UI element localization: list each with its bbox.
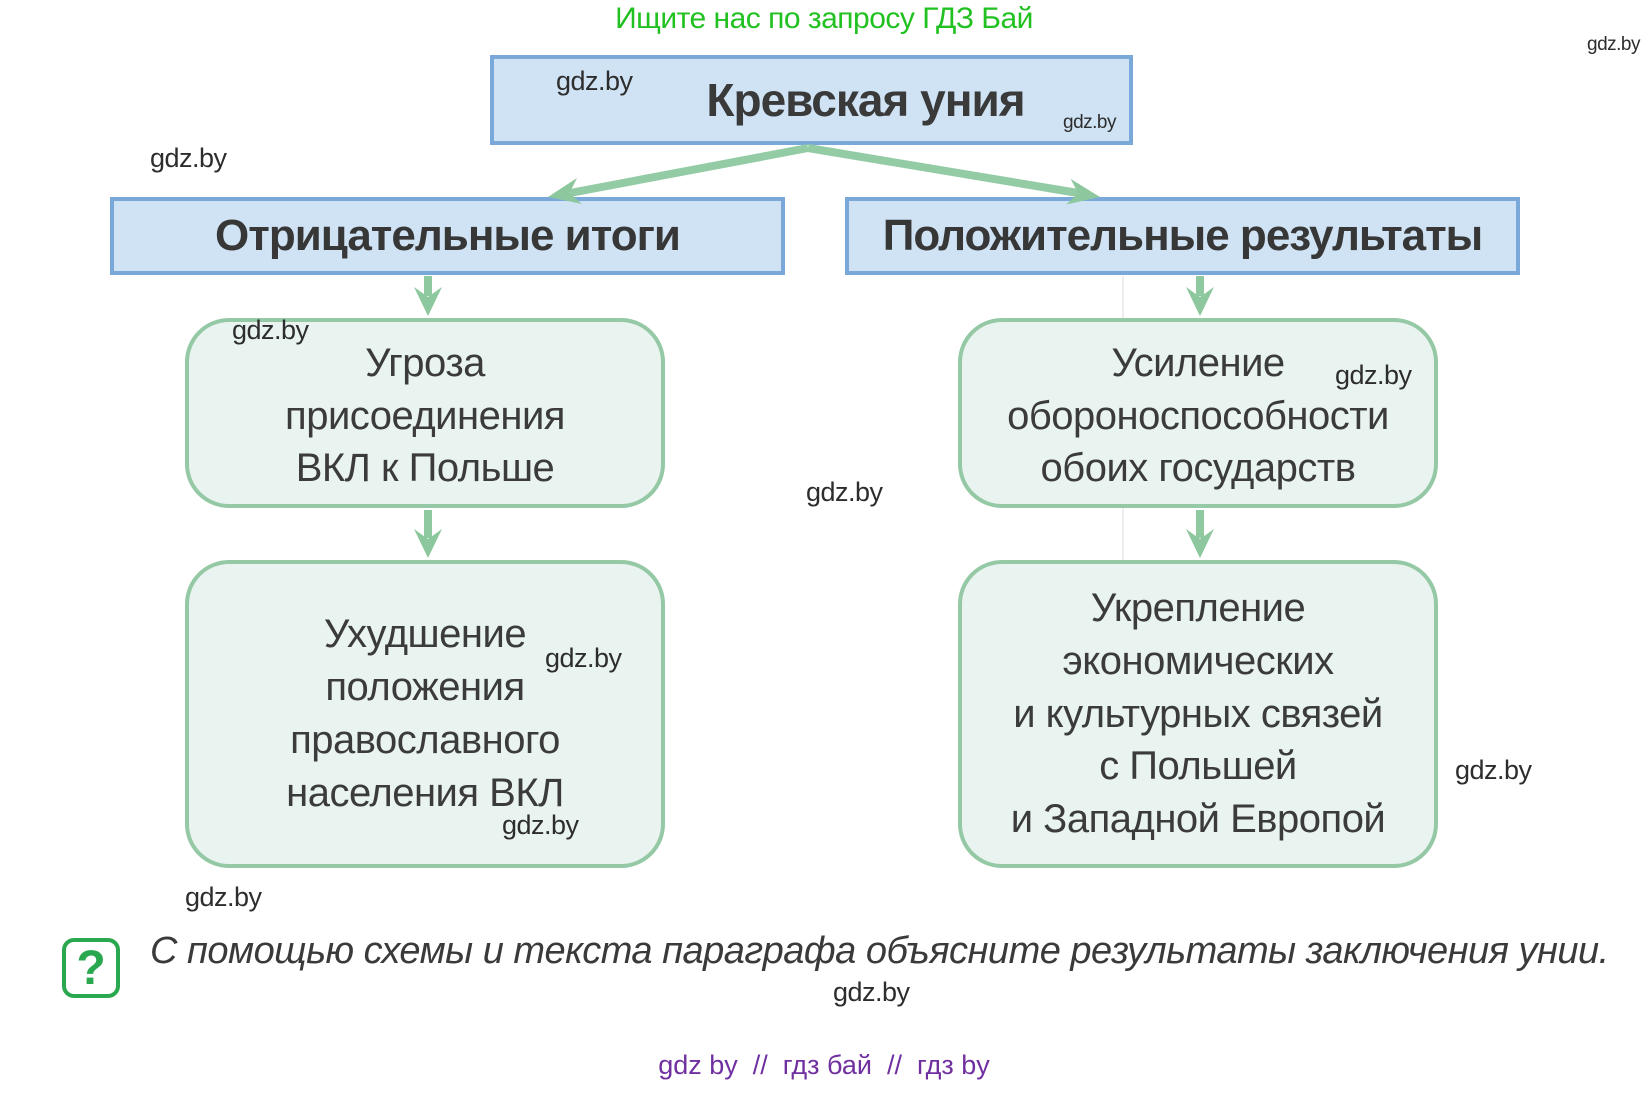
watermark: gdz.by xyxy=(1063,112,1116,133)
positive-result-box-1: Усиление обороноспособности обоих госуда… xyxy=(958,318,1438,508)
root-node-title: Кревская уния xyxy=(706,74,1025,126)
watermark: gdz.by xyxy=(556,66,633,96)
seo-banner: Ищите нас по запросу ГДЗ Бай xyxy=(615,2,1033,35)
task-instruction: С помощью схемы и текста параграфа объяс… xyxy=(150,930,1609,972)
negative-outcomes-label: Отрицательные итоги xyxy=(215,211,681,260)
positive-results-label: Положительные результаты xyxy=(882,211,1483,260)
watermark: gdz.by xyxy=(232,315,309,345)
positive-results-header: Положительные результаты xyxy=(845,197,1520,275)
root-node-krewo-union: Кревская уния xyxy=(490,55,1133,145)
question-mark-glyph: ? xyxy=(76,942,106,995)
watermark: gdz.by xyxy=(1455,755,1532,785)
negative-result-box-1: Угроза присоединения ВКЛ к Польше xyxy=(185,318,665,508)
arrowhead-positive-box1 xyxy=(1186,287,1214,316)
watermark: gdz.by xyxy=(806,477,883,507)
arrow-root-to-positive xyxy=(807,144,1079,197)
watermark: gdz.by xyxy=(833,977,910,1007)
negative-result-box-2: Ухудшение положения православного населе… xyxy=(185,560,665,868)
watermark: gdz.by xyxy=(502,810,579,840)
negative-outcomes-header: Отрицательные итоги xyxy=(110,197,785,275)
arrowhead-negative-box2 xyxy=(414,529,442,558)
arrowhead-negative-box1 xyxy=(414,287,442,316)
watermark: gdz.by xyxy=(545,643,622,673)
watermark: gdz.by xyxy=(185,882,262,912)
seo-footer: gdz by // гдз бай // гдз by xyxy=(658,1050,990,1080)
positive-result-box-2: Укрепление экономических и культурных св… xyxy=(958,560,1438,868)
arrow-root-to-negative xyxy=(569,144,809,197)
watermark: gdz.by xyxy=(1335,360,1412,390)
watermark: gdz.by xyxy=(1587,34,1640,55)
watermark: gdz.by xyxy=(150,143,227,173)
question-icon: ? xyxy=(62,938,120,998)
arrowhead-positive-box2 xyxy=(1186,529,1214,558)
